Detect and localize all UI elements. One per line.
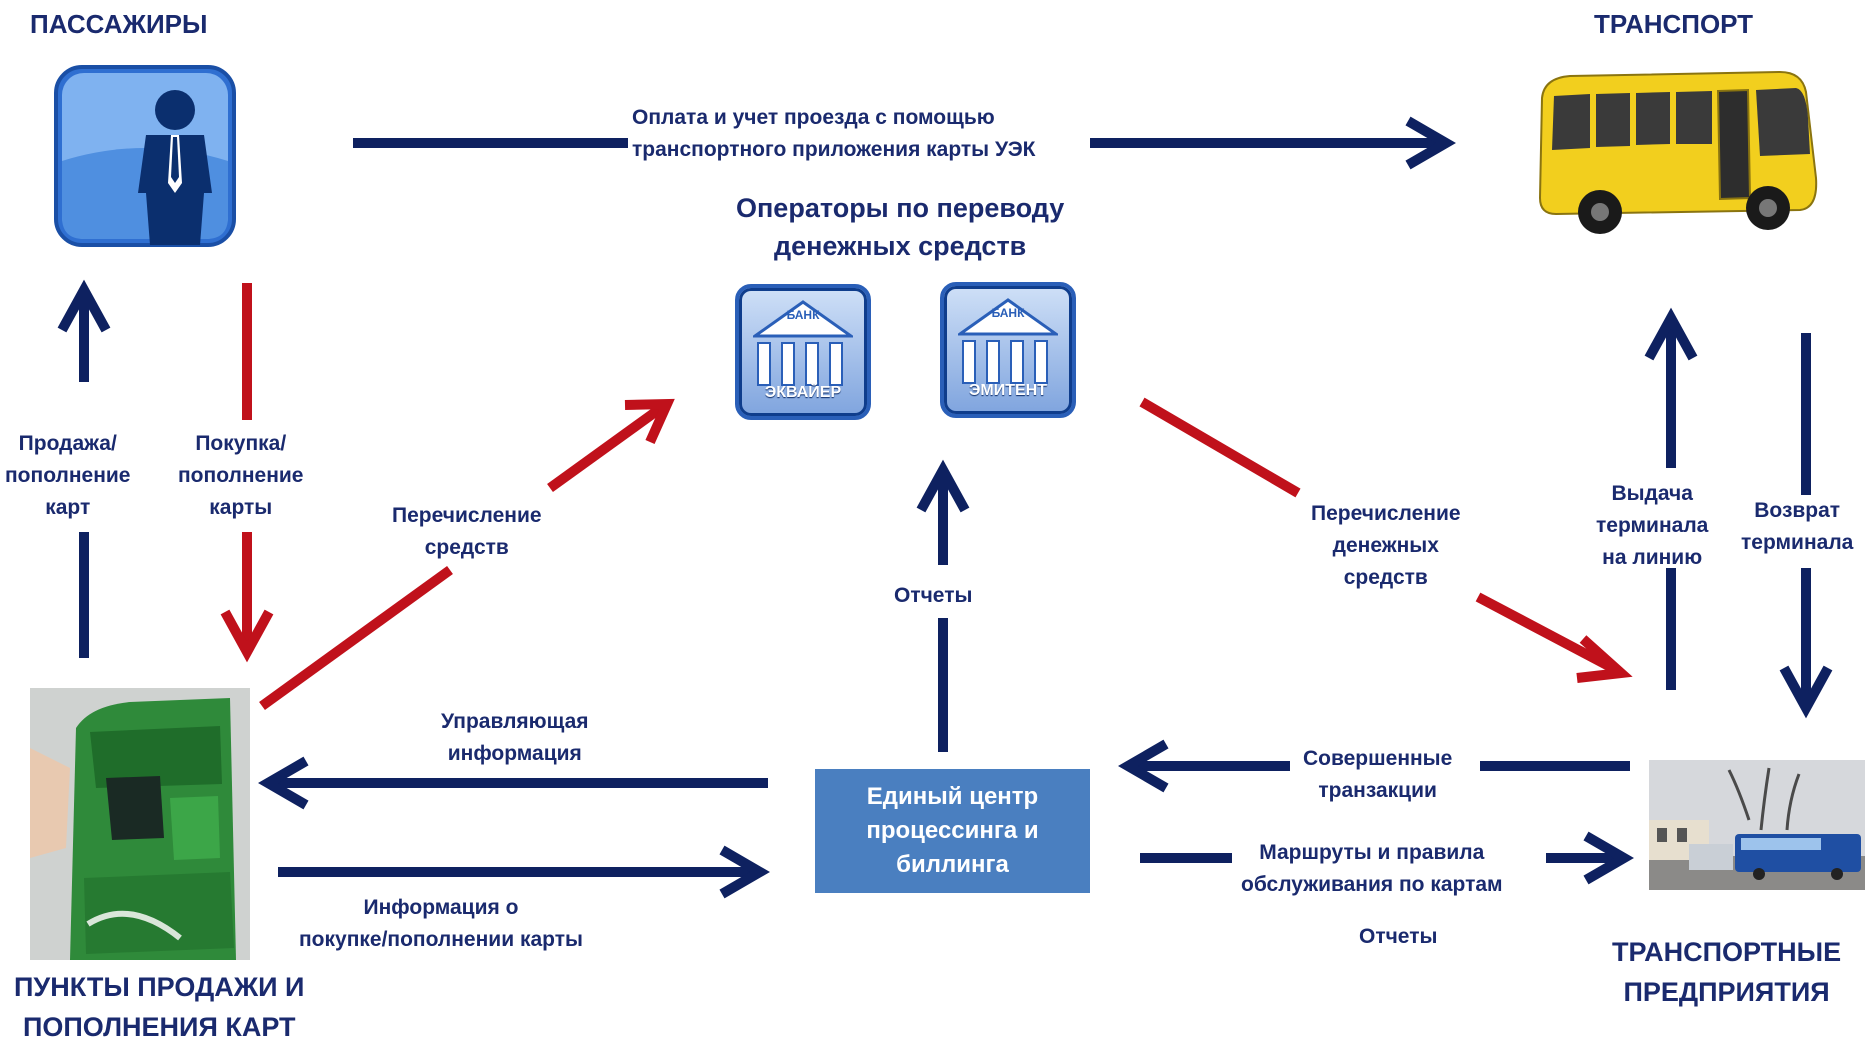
purchase-topup-label: Покупка/ пополнение карты — [178, 432, 304, 519]
sale-points-heading: ПУНКТЫ ПРОДАЖИ И ПОПОЛНЕНИЯ КАРТ — [14, 972, 305, 1042]
bank-issuer-top-word: БАНК — [991, 306, 1025, 320]
bank-acquirer-top-word: БАНК — [786, 308, 820, 322]
processing-center-box: Единый центр процессинга и биллинга — [815, 769, 1090, 893]
transfer-money-arrow — [1139, 397, 1633, 683]
bank-acquirer-icon: БАНК ЭКВАЙЕР — [735, 284, 871, 420]
transfer-funds-label: Перечисление средств — [392, 504, 542, 559]
sale-topup-label: Продажа/ пополнение карт — [5, 432, 131, 519]
terminal-issue-label: Выдача терминала на линию — [1596, 482, 1709, 569]
reports-up-label: Отчеты — [894, 584, 973, 607]
control-info-arrow — [258, 756, 768, 810]
bank-roof — [753, 300, 853, 338]
sale-topup-arrow — [57, 279, 111, 658]
bank-issuer-icon: БАНК ЭМИТЕНТ — [940, 282, 1076, 418]
purchase-info-arrow — [278, 845, 770, 899]
operators-heading: Операторы по переводу денежных средств — [736, 193, 1065, 261]
bank-acquirer-label: ЭКВАЙЕР — [764, 384, 842, 401]
reports-bottom-label: Отчеты — [1359, 925, 1438, 948]
payment-label: Оплата и учет проезда с помощью транспор… — [632, 106, 1036, 161]
bus-icon — [1530, 58, 1820, 238]
atm-icon — [30, 688, 250, 960]
bank-issuer-label: ЭМИТЕНТ — [969, 382, 1047, 399]
person-icon — [54, 65, 236, 247]
bank-roof — [958, 298, 1058, 336]
payment-arrow — [353, 116, 1456, 170]
terminal-return-label: Возврат терминала — [1741, 499, 1854, 554]
transport-enterprises-heading: ТРАНСПОРТНЫЕ ПРЕДПРИЯТИЯ — [1612, 937, 1842, 1007]
control-info-label: Управляющая информация — [441, 710, 589, 765]
routes-rules-arrow — [1140, 831, 1634, 885]
terminal-return-arrow — [1779, 333, 1833, 719]
reports-up-arrow — [916, 459, 970, 752]
passengers-heading: ПАССАЖИРЫ — [30, 9, 208, 39]
transactions-arrow — [1118, 739, 1630, 793]
transfer-funds-arrow — [259, 398, 675, 711]
routes-rules-label: Маршруты и правила обслуживания по карта… — [1241, 841, 1503, 896]
transport-heading: ТРАНСПОРТ — [1594, 9, 1754, 39]
transactions-label: Совершенные транзакции — [1303, 747, 1453, 802]
purchase-topup-arrow — [220, 283, 274, 663]
transfer-money-label: Перечисление денежных средств — [1311, 502, 1461, 589]
purchase-info-label: Информация о покупке/пополнении карты — [299, 896, 583, 951]
terminal-issue-arrow — [1644, 307, 1698, 690]
bus-depot-icon — [1649, 760, 1865, 890]
